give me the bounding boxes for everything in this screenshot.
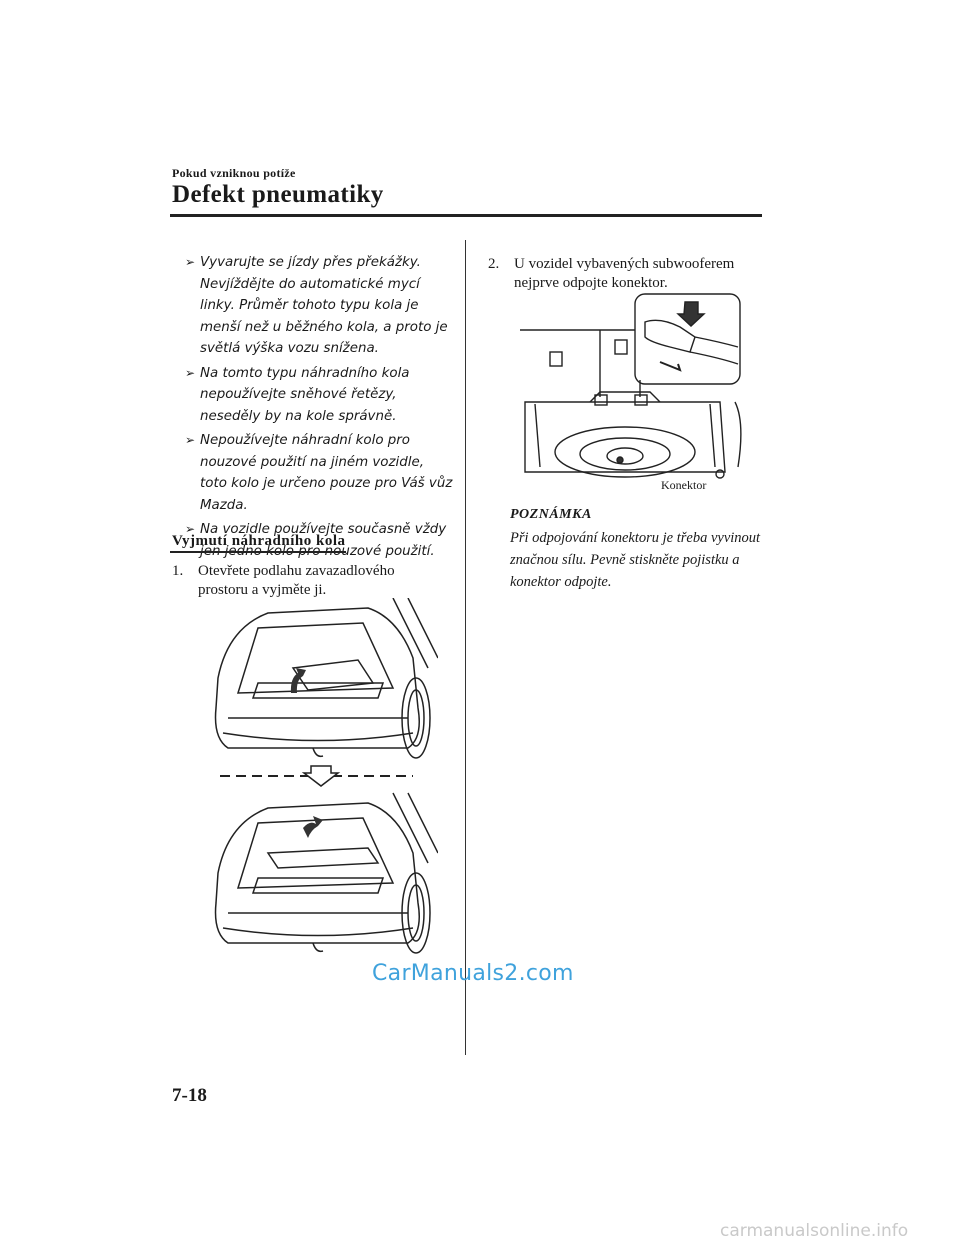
page-number: 7-18	[172, 1085, 207, 1106]
step-number: 1.	[172, 563, 184, 579]
arrow-bullet-icon: ➢	[185, 433, 196, 447]
step-text: U vozidel vybavených subwooferem nejprve…	[514, 256, 735, 291]
subheading-rule	[170, 551, 346, 553]
arrow-bullet-icon: ➢	[185, 365, 196, 380]
bullet-text: Vyvarujte se jízdy přes překážky. Nevjíž…	[200, 255, 448, 356]
title-rule	[170, 214, 762, 217]
page-title: Defekt pneumatiky	[172, 181, 384, 208]
bullet-text: Nepoužívejte náhradní kolo pro nouzové p…	[200, 433, 453, 513]
warning-bullet-list: ➢ Vyvarujte se jízdy přes překážky. Nevjí…	[185, 252, 455, 565]
arrow-bullet-icon: ➢	[185, 522, 196, 536]
section-label: Pokud vzniknou potíže	[172, 166, 296, 180]
trunk-illustration	[214, 598, 438, 954]
bullet-item: ➢ Na tomto typu náhradního kola nepoužíve…	[185, 363, 455, 428]
arrow-bullet-icon: ➢	[185, 255, 196, 269]
bullet-item: ➢ Nepoužívejte náhradní kolo pro nouzové …	[185, 430, 455, 516]
subwoofer-connector-figure	[520, 292, 745, 492]
watermark-text: CarManuals2.com	[372, 961, 574, 986]
connector-callout-label: Konektor	[661, 478, 707, 492]
note-text: Při odpojování konektoru je třeba vyvino…	[510, 530, 761, 590]
step-text: Otevřete podlahu zavazadlového prostoru …	[198, 563, 395, 598]
column-divider	[465, 240, 466, 1055]
footer-watermark: carmanualsonline.info	[720, 1221, 909, 1241]
bullet-text: Na tomto typu náhradního kola nepoužívej…	[200, 365, 410, 424]
connector-illustration	[520, 293, 742, 479]
bullet-item: ➢ Vyvarujte se jízdy přes překážky. Nevjí…	[185, 252, 455, 360]
trunk-floor-removal-figure	[198, 598, 438, 963]
note-heading: POZNÁMKA	[510, 507, 592, 522]
section-subheading: Vyjmutí náhradního kola	[172, 533, 346, 549]
step-number: 2.	[488, 256, 500, 272]
